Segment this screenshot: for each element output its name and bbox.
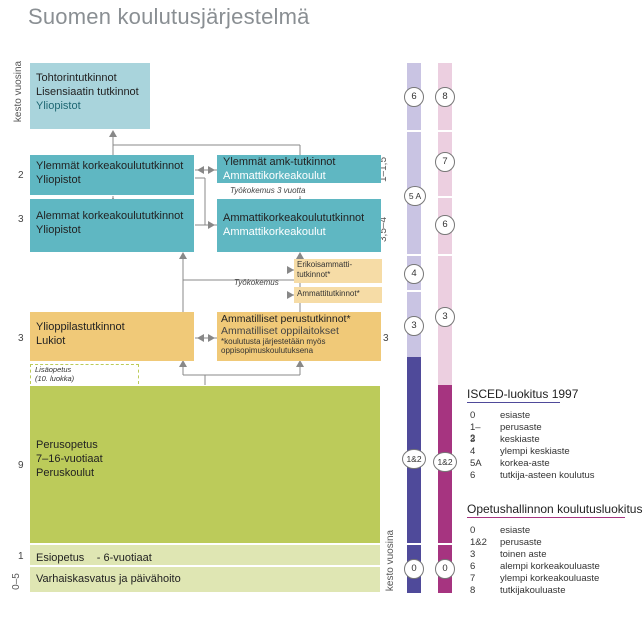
vocational-line2: Ammatilliset oppilaitokset [221, 325, 339, 337]
additional-teaching-line2: (10. luokka) [35, 374, 75, 383]
oph-separator [438, 254, 452, 256]
upper-amk-line2: Ammattikorkeakoulut [223, 170, 326, 182]
duration-upper-secondary: 3 [18, 333, 24, 344]
doctoral-box: Tohtorintutkinnot Lisensiaatin tutkinnot… [30, 63, 150, 129]
isced-level-circle: 4 [404, 264, 424, 284]
isced-level-circle: 0 [404, 559, 424, 579]
duration-upper: 2 [18, 170, 24, 181]
isced-separator [407, 254, 421, 256]
basic-education-line1: Perusopetus [36, 439, 98, 451]
early-childhood-line1: Varhaiskasvatus ja päivähoito [36, 573, 181, 585]
amk-line2: Ammattikorkeakoulut [223, 226, 326, 238]
vocational-qualification-label: Ammattitutkinnot* [297, 289, 360, 298]
matriculation-line2: Lukiot [36, 335, 66, 347]
upper-amk-box: Ylemmät amk-tutkinnot Ammattikorkeakoulu… [217, 155, 381, 183]
isced-bar-lower [407, 357, 421, 593]
isced-legend-title: ISCED-luokitus 1997 [467, 387, 579, 401]
oph-level-circle: 0 [435, 559, 455, 579]
special-vocational-line1: Erikoisammatti- [297, 260, 353, 269]
isced-bar-upper [407, 63, 421, 357]
oph-level-circle: 6 [435, 215, 455, 235]
doctoral-line2: Lisensiaatin tutkinnot [36, 86, 139, 98]
basic-education-line2: 7–16-vuotiaat [36, 453, 103, 465]
oph-separator [438, 130, 452, 132]
isced-level-circle: 1&2 [402, 449, 426, 469]
duration-basic: 9 [18, 460, 24, 471]
oph-level-circle: 7 [435, 152, 455, 172]
page-title: Suomen koulutusjärjestelmä [28, 4, 310, 29]
oph-level-circle: 1&2 [433, 452, 457, 472]
duration-pre: 1 [18, 551, 24, 562]
vocational-note1: *koulutusta järjestetään myös [221, 337, 326, 346]
duration-lower: 3 [18, 214, 24, 225]
isced-separator [407, 543, 421, 545]
vocational-line1: Ammatilliset perustutkinnot* [221, 313, 351, 325]
additional-teaching-line1: Lisäopetus [35, 365, 72, 374]
isced-level-circle: 6 [404, 87, 424, 107]
work-experience-3-years: Työkokemus 3 vuotta [230, 186, 306, 195]
preschool-box: Esiopetus - 6-vuotiaat [30, 545, 380, 565]
lower-university-line1: Alemmat korkeakoulututkinnot [36, 210, 184, 222]
oph-level-circle: 3 [435, 307, 455, 327]
isced-separator [407, 130, 421, 132]
lower-university-box: Alemmat korkeakoulututkinnot Yliopistot [30, 199, 194, 252]
isced-separator [407, 290, 421, 292]
doctoral-line3: Yliopistot [36, 100, 81, 112]
preschool-line2: - 6-vuotiaat [96, 552, 152, 564]
doctoral-line1: Tohtorintutkinnot [36, 72, 117, 84]
isced-level-circle: 5 A [404, 186, 426, 206]
lower-university-line2: Yliopistot [36, 224, 81, 236]
oph-separator [438, 196, 452, 198]
upper-amk-line1: Ylemmät amk-tutkinnot [223, 156, 336, 168]
vocational-qualification-box: Ammattitutkinnot* [294, 287, 382, 303]
upper-university-line2: Yliopistot [36, 174, 81, 186]
work-experience: Työkokemus [234, 278, 279, 287]
oph-legend-title: Opetushallinnon koulutusluokitus [467, 502, 643, 516]
matriculation-line1: Ylioppilastutkinnot [36, 321, 125, 333]
basic-education-line3: Peruskoulut [36, 467, 95, 479]
isced-level-circle: 3 [404, 316, 424, 336]
vocational-box: Ammatilliset perustutkinnot* Ammatillise… [217, 312, 381, 361]
additional-teaching-box: Lisäopetus (10. luokka) [30, 364, 139, 384]
oph-separator [438, 543, 452, 545]
duration-vocational: 3 [383, 333, 389, 344]
early-childhood-box: Varhaiskasvatus ja päivähoito [30, 567, 380, 592]
vocational-note2: oppisopimuskoulutuksena [221, 346, 314, 355]
preschool-line1: Esiopetus [36, 552, 85, 564]
upper-university-line1: Ylemmät korkeakoulututkinnot [36, 160, 184, 172]
basic-education-box: Perusopetus 7–16-vuotiaat Peruskoulut [30, 386, 380, 543]
matriculation-box: Ylioppilastutkinnot Lukiot [30, 312, 194, 361]
oph-legend-rule [467, 517, 625, 518]
special-vocational-line2: tutkinnot* [297, 270, 331, 279]
amk-line1: Ammattikorkeakoulututkinnot [223, 212, 365, 224]
oph-level-circle: 8 [435, 87, 455, 107]
amk-box: Ammattikorkeakoulututkinnot Ammattikorke… [217, 199, 381, 252]
upper-university-box: Ylemmät korkeakoulututkinnot Yliopistot [30, 155, 194, 195]
special-vocational-box: Erikoisammatti- tutkinnot* [294, 259, 382, 283]
isced-legend-rule [467, 402, 560, 403]
oph-bar-lower [438, 385, 452, 593]
